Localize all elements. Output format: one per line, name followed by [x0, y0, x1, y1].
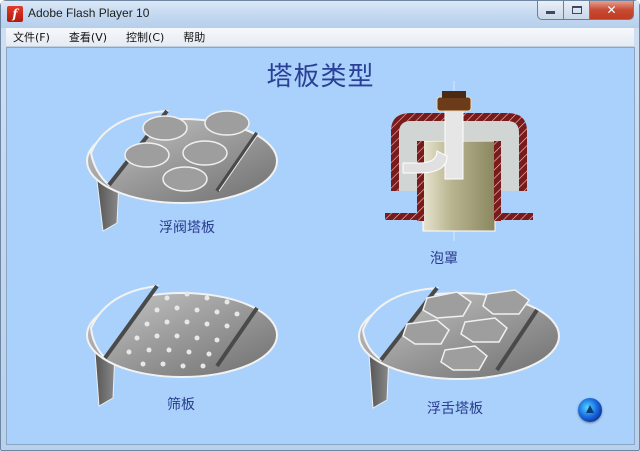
caption-bubble-cap: 泡罩	[430, 251, 458, 267]
maximize-icon	[571, 6, 582, 14]
sieve-tray-illustration	[86, 284, 278, 407]
flash-player-icon[interactable]: f	[7, 6, 23, 22]
menu-help[interactable]: 帮助	[183, 31, 206, 44]
maximize-button[interactable]	[564, 1, 590, 20]
page-title: 塔板类型	[266, 62, 375, 92]
menu-file[interactable]: 文件(F)	[13, 31, 50, 44]
title-bar[interactable]: f Adobe Flash Player 10 ✕	[1, 1, 639, 28]
minimize-icon	[546, 10, 555, 14]
menu-bar: 文件(F) 查看(V) 控制(C) 帮助	[6, 28, 634, 47]
minimize-button[interactable]	[537, 1, 564, 20]
float-tongue-tray-illustration	[358, 286, 560, 409]
valve-tray-illustration	[86, 109, 278, 232]
menu-view[interactable]: 查看(V)	[68, 31, 108, 44]
caption-float-tongue-tray: 浮舌塔板	[427, 401, 483, 417]
caption-valve-tray: 浮阀塔板	[159, 220, 215, 236]
caption-sieve-tray: 筛板	[167, 397, 195, 413]
flash-stage[interactable]: 塔板类型 浮阀	[6, 47, 635, 445]
window-controls: ✕	[537, 1, 634, 21]
close-icon: ✕	[606, 3, 617, 17]
bubble-cap-illustration	[385, 81, 533, 241]
next-orb-icon[interactable]	[578, 398, 602, 422]
close-button[interactable]: ✕	[590, 1, 634, 20]
menu-control[interactable]: 控制(C)	[126, 31, 165, 44]
window-title: Adobe Flash Player 10	[28, 6, 150, 20]
